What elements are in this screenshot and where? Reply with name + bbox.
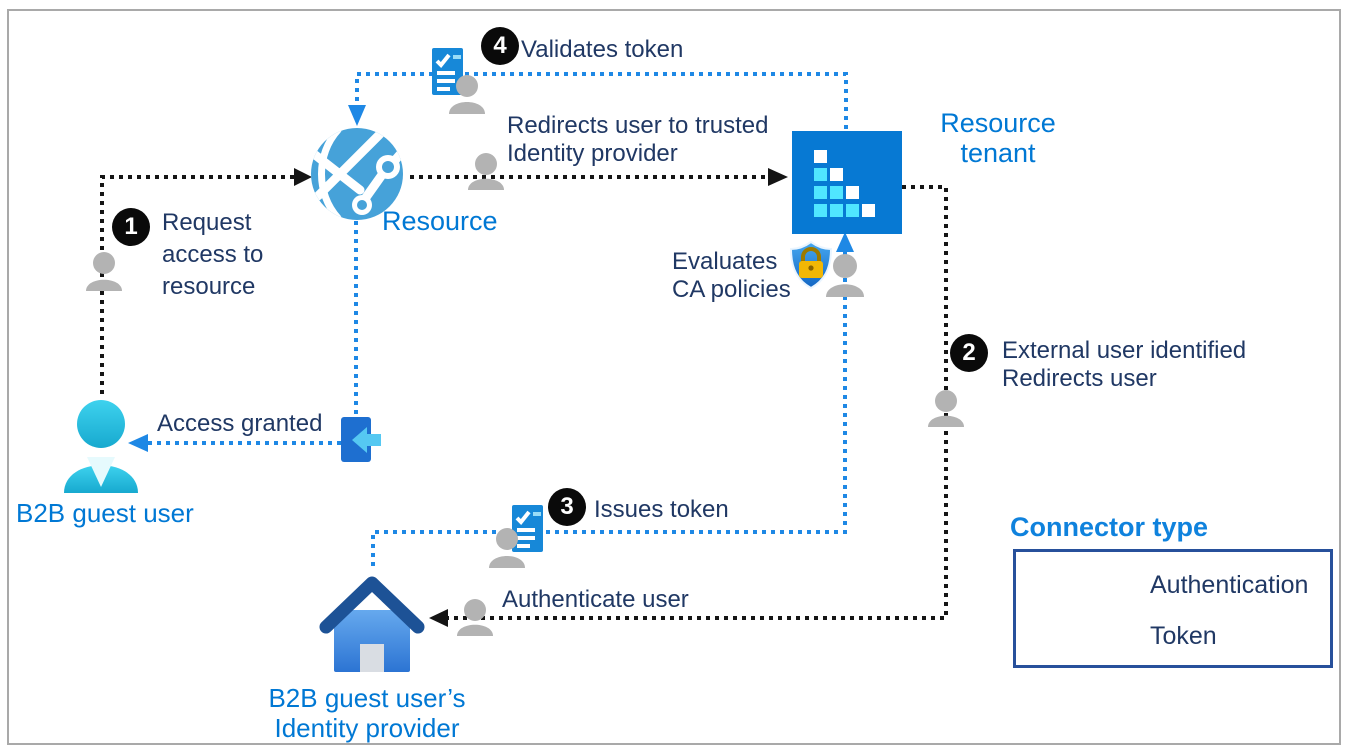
guest-user-label: B2B guest user — [16, 498, 194, 528]
auth-connector-request-access — [100, 175, 294, 398]
auth-arrowhead-into-tenant — [768, 168, 788, 186]
legend-item-authentication: Authentication — [1150, 571, 1309, 599]
token-arrowhead-into-resource — [348, 105, 366, 126]
step-1-line-1: Request — [162, 209, 252, 236]
token-document-validates-icon — [432, 48, 485, 114]
authenticate-user-label: Authenticate user — [502, 586, 689, 613]
person-icon — [457, 599, 493, 636]
token-arrowhead-into-guest — [128, 434, 148, 452]
identity-provider-label: B2B guest user’s Identity provider — [247, 683, 487, 743]
step-3-badge: 3 — [548, 488, 586, 526]
resource-label: Resource — [382, 206, 498, 236]
resource-tenant-label: Resource tenant — [898, 108, 1098, 168]
tenant-label-line-1: Resource — [940, 108, 1056, 138]
resource-globe-icon — [311, 128, 403, 220]
idp-label-line-2: Identity provider — [274, 713, 460, 743]
auth-arrowhead-into-resource — [294, 168, 312, 186]
step-2-line-2: Redirects user — [1002, 365, 1157, 392]
person-icon — [489, 528, 525, 568]
b2b-guest-user-icon — [64, 400, 138, 493]
step-1-text: Request access to resource — [162, 207, 263, 303]
step-1-line-2: access to — [162, 241, 264, 268]
identity-provider-house-icon — [319, 576, 425, 672]
step-2-line-1: External user identified — [1002, 337, 1247, 364]
redirect-label-line-1: Redirects user to trusted — [507, 112, 769, 139]
auth-arrowhead-into-idp — [429, 609, 448, 627]
person-icon — [928, 390, 964, 427]
tenant-label-line-2: tenant — [960, 138, 1036, 168]
auth-connector-authenticate-user — [448, 185, 948, 620]
step-1-badge: 1 — [112, 208, 150, 246]
access-granted-door-icon — [341, 417, 381, 462]
step-4-text: Validates token — [521, 36, 684, 63]
idp-label-line-1: B2B guest user’s — [268, 683, 466, 713]
person-icon — [449, 75, 485, 114]
step-2-text: External user identified Redirects user — [1002, 337, 1246, 393]
step-2-badge: 2 — [950, 334, 988, 372]
step-1-line-3: resource — [162, 273, 256, 300]
token-connector-validates — [355, 72, 848, 129]
person-icon — [468, 153, 504, 190]
legend-box — [1013, 549, 1333, 668]
conditional-access-shield-icon — [789, 240, 833, 290]
redirect-label: Redirects user to trusted Identity provi… — [507, 112, 768, 168]
evaluates-line-2: CA policies — [672, 276, 791, 303]
resource-tenant-icon — [792, 131, 902, 234]
step-4-badge: 4 — [481, 27, 519, 65]
token-document-issues-icon — [489, 505, 543, 568]
redirect-label-line-2: Identity provider — [507, 140, 678, 167]
token-connector-issues — [371, 252, 847, 566]
diagram-border — [7, 9, 1341, 745]
evaluates-ca-policies-label: Evaluates CA policies — [672, 248, 791, 304]
legend-title: Connector type — [1010, 512, 1209, 542]
step-3-text: Issues token — [594, 496, 729, 523]
evaluates-line-1: Evaluates — [672, 248, 778, 275]
person-icon — [826, 254, 864, 297]
legend-item-token: Token — [1150, 622, 1217, 650]
person-icon — [86, 252, 122, 291]
token-arrowhead-into-tenant — [836, 232, 854, 252]
access-granted-label: Access granted — [157, 410, 323, 437]
